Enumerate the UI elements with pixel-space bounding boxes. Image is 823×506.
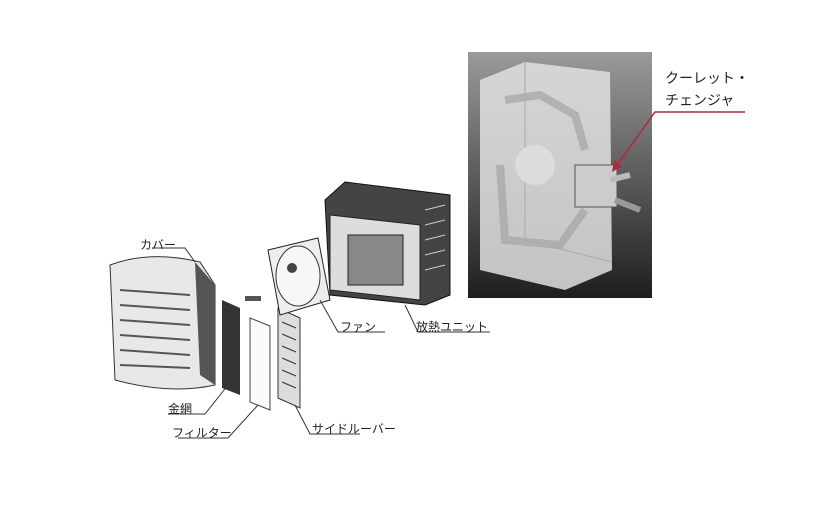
heat-unit-part — [324, 181, 451, 306]
label-cooler-line2: チェンジャ — [665, 93, 735, 109]
label-side-louver: サイドルーバー — [312, 422, 396, 436]
cover-part — [109, 256, 216, 390]
pointer-arrowhead — [612, 160, 622, 172]
filter-part — [249, 317, 271, 411]
side-louver-part — [277, 307, 301, 409]
label-mesh: 金網 — [168, 402, 193, 416]
pointer-line — [614, 111, 745, 169]
leader-lines — [152, 247, 490, 439]
screw-part — [245, 296, 261, 301]
label-cover: カバー — [140, 238, 177, 252]
fan-part — [267, 237, 331, 316]
label-fan: ファン — [340, 320, 377, 334]
label-filter: フィルター — [172, 426, 232, 440]
cabinet-airflow-photo — [468, 52, 652, 298]
label-heat-unit: 放熱ユニット — [416, 320, 489, 334]
label-cooler-line1: クーレット・ — [665, 71, 749, 87]
mesh-part — [222, 300, 240, 395]
